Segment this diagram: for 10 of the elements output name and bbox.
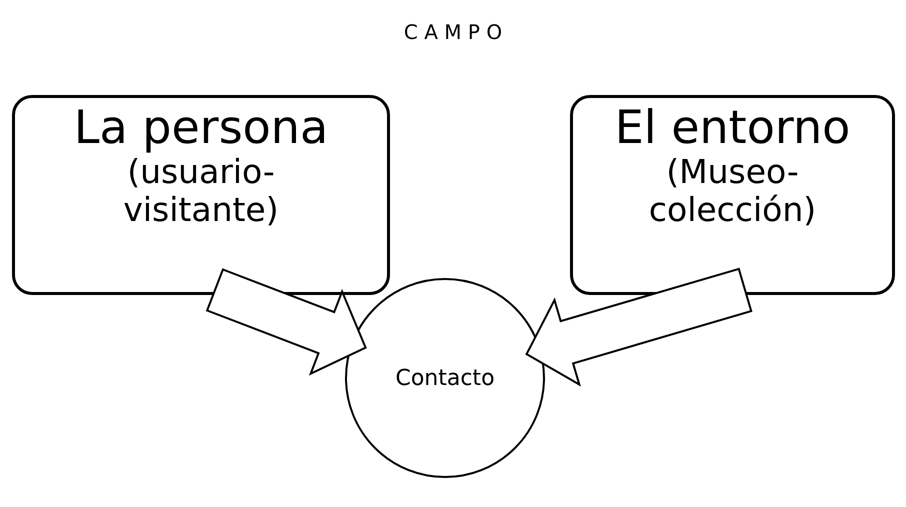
- node-subtitle: (Museo- colección): [648, 152, 818, 228]
- node-label: Contacto: [395, 366, 495, 390]
- node-heading: El entorno: [614, 102, 850, 153]
- rounded-box: [570, 95, 895, 295]
- node-heading: La persona: [74, 102, 328, 153]
- rounded-box: [12, 95, 390, 295]
- block-arrow: [206, 268, 367, 376]
- node-subtitle: (usuario- visitante): [122, 152, 279, 228]
- block-arrow: [525, 268, 752, 387]
- diagram-title: C A M P O: [404, 20, 502, 44]
